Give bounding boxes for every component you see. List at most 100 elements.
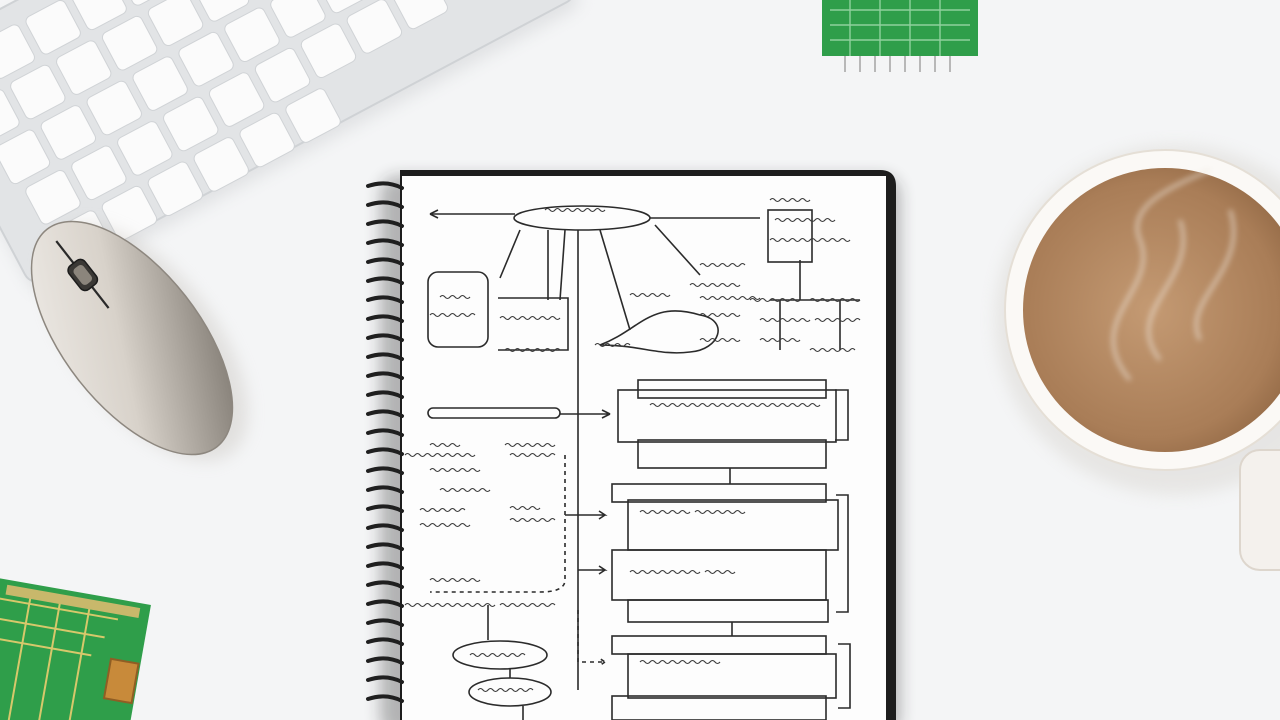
keycap (0, 129, 51, 185)
scribble-line (704, 569, 736, 575)
keycap (178, 31, 234, 87)
spiral-ring (366, 599, 404, 608)
spiral-ring (366, 580, 404, 589)
scribble-line (649, 402, 821, 408)
scribble-line (689, 282, 741, 288)
scribble-line (504, 347, 561, 353)
keycap (316, 0, 372, 14)
spiral-ring (366, 409, 404, 418)
scribble-line (769, 237, 851, 243)
spiral-ring (366, 447, 404, 456)
spiral-ring (366, 352, 404, 361)
keyboard-icon (0, 0, 579, 291)
scribble-line (774, 217, 836, 223)
scribble-line (699, 295, 761, 301)
spiral-ring (366, 542, 404, 551)
spiral-ring (366, 694, 404, 703)
spiral-ring (366, 637, 404, 646)
spiral-ring (366, 314, 404, 323)
keycap (193, 0, 250, 22)
keycap (208, 72, 265, 127)
keycap (10, 64, 66, 120)
notebook-sketch (427, 205, 860, 720)
keycap (163, 96, 219, 152)
scribble-line (759, 337, 801, 343)
keycap (346, 0, 403, 54)
keycap (132, 56, 188, 111)
scribble-line (429, 442, 461, 448)
scribble-line (629, 569, 701, 575)
keycap (300, 23, 357, 79)
scribble-line (499, 315, 561, 321)
scribble-line (429, 467, 481, 473)
scribble-line (544, 207, 606, 213)
keycap (71, 145, 127, 201)
spiral-ring (366, 390, 404, 399)
scribble-line (749, 297, 801, 303)
keycap (193, 137, 249, 192)
circuit-board-icon (822, 0, 978, 72)
mouse-icon (30, 220, 249, 461)
spiral-ring (366, 656, 404, 665)
keycap (86, 80, 142, 136)
spiral-ring (366, 466, 404, 475)
spiral-ring (366, 200, 404, 209)
scribble-line (469, 652, 526, 658)
scribble-line (814, 317, 861, 323)
keycap (285, 88, 341, 143)
scribble-line (769, 197, 811, 203)
keycap (56, 40, 112, 95)
handwriting-scribbles (404, 197, 861, 693)
keycap (40, 105, 97, 160)
scribble-line (439, 487, 491, 493)
keycap (239, 112, 295, 168)
notebook-icon (366, 170, 900, 720)
keycap (101, 185, 158, 241)
scribble-line (499, 602, 556, 608)
spiral-ring (366, 295, 404, 304)
keycap (392, 0, 448, 30)
spiral-ring (366, 675, 404, 684)
scribble-line (694, 509, 746, 515)
scribble-line (429, 577, 481, 583)
spiral-ring (366, 371, 404, 380)
scribble-line (594, 342, 631, 348)
scribble-line (509, 505, 541, 511)
spiral-ring (366, 428, 404, 437)
keycap (224, 7, 280, 63)
circuit-board-icon (0, 577, 151, 720)
keycap (0, 24, 35, 79)
scribble-line (509, 517, 556, 523)
scribble-line (477, 687, 534, 693)
spiral-ring (366, 485, 404, 494)
notebook-spiral (366, 181, 404, 703)
keycap (71, 0, 127, 31)
spiral-ring (366, 523, 404, 532)
keyboard-keys (0, 0, 448, 265)
keycap (147, 0, 204, 47)
scribble-line (404, 452, 476, 458)
scribble-line (639, 509, 691, 515)
scribble-line (699, 337, 741, 343)
scribble-line (419, 507, 466, 513)
scribble-line (429, 312, 476, 318)
spiral-ring (366, 276, 404, 285)
scribble-line (759, 317, 811, 323)
keycap (101, 15, 158, 71)
keycap (0, 89, 20, 144)
scribble-line (639, 659, 721, 665)
scribble-line (699, 312, 741, 318)
spiral-ring (366, 504, 404, 513)
scribble-line (439, 294, 471, 300)
spiral-ring (366, 618, 404, 627)
keycap (254, 47, 311, 103)
scribble-line (809, 297, 861, 303)
keycap (117, 121, 173, 176)
spiral-ring (366, 238, 404, 247)
scribble-line (509, 452, 556, 458)
keycap (25, 169, 81, 225)
coffee-cup-icon (995, 145, 1280, 571)
scribble-line (419, 522, 471, 528)
spiral-ring (366, 561, 404, 570)
